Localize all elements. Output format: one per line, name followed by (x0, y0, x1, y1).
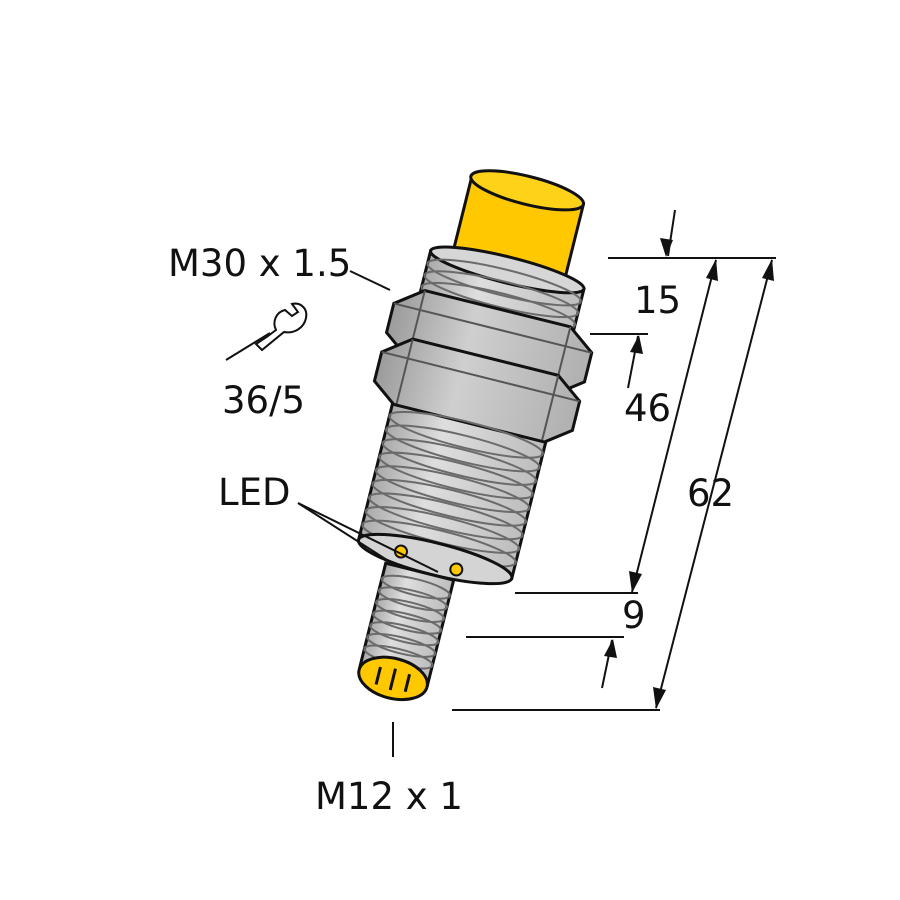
dimension-9-arrow (601, 639, 617, 689)
led-leader-line-1 (297, 502, 388, 561)
dimension-62-line (653, 259, 774, 709)
dimension-15-arrows (627, 209, 676, 389)
m12-connector (357, 561, 456, 702)
hex-nut-upper (384, 288, 594, 397)
connector-size-label: M12 x 1 (315, 775, 463, 818)
dimension-46-label: 46 (624, 387, 672, 430)
wrench-size-label: 36/5 (222, 379, 306, 422)
led-leader-line-2 (297, 502, 439, 573)
thread-size-label: M30 x 1.5 (168, 242, 352, 285)
dimension-46-line (629, 259, 718, 593)
wrench-icon (225, 302, 308, 361)
sensor-body (356, 169, 594, 702)
hex-nut-lower (372, 337, 582, 445)
led-label: LED (218, 471, 291, 514)
dimension-15-label: 15 (634, 279, 682, 322)
dimension-62-label: 62 (687, 472, 735, 515)
thread-leader-line (349, 270, 391, 291)
dimension-9-label: 9 (622, 594, 646, 637)
led-indicator-right (449, 562, 464, 577)
